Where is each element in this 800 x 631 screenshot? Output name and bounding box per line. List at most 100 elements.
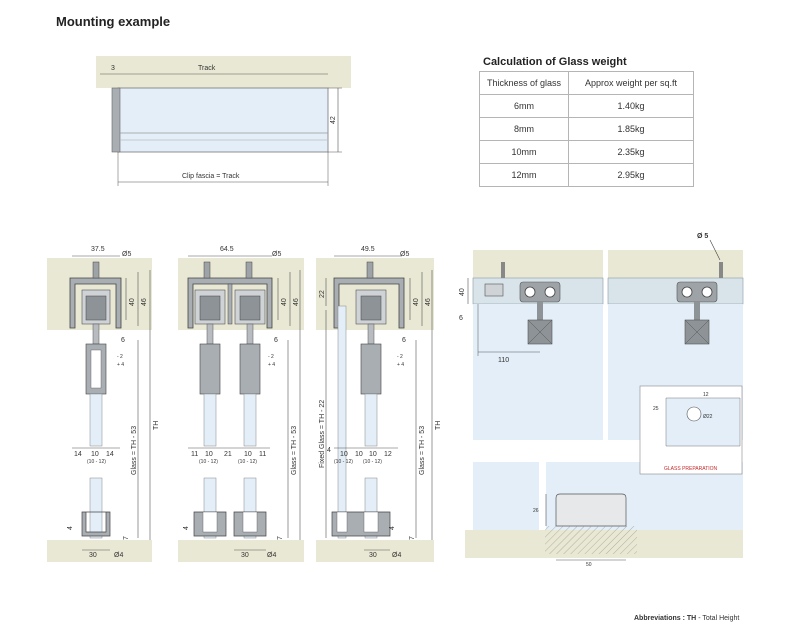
dim-6-label: 6 xyxy=(274,337,278,344)
dim-110-label: 110 xyxy=(498,357,509,364)
hanger-stem xyxy=(537,302,543,320)
minus-2-label: - 2 xyxy=(268,354,274,360)
dim-4-label: 4 xyxy=(389,526,396,530)
range-label: (10 - 12) xyxy=(238,459,257,465)
dim-22-label: 22 xyxy=(319,290,326,298)
dim-30-label: 30 xyxy=(89,552,97,559)
dim-46-label: 46 xyxy=(425,298,432,306)
th-label: TH xyxy=(153,421,160,430)
dim-21-label: 21 xyxy=(224,451,232,458)
dim-46-label: 46 xyxy=(293,298,300,306)
abbreviations-note: Abbreviations : TH - Total Height xyxy=(634,615,739,622)
glass-weight-table: Thickness of glass Approx weight per sq.… xyxy=(479,71,694,187)
floor-block xyxy=(316,540,434,562)
glass-panel xyxy=(243,393,257,447)
table-header: Approx weight per sq.ft xyxy=(568,71,694,95)
dim-7-label: 7 xyxy=(409,536,416,540)
dim-14-label: 14 xyxy=(106,451,114,458)
table-cell: 12mm xyxy=(479,163,569,187)
abbreviation-key: TH xyxy=(686,615,697,622)
plus-4-label: + 4 xyxy=(397,362,404,368)
dim-6-label: 6 xyxy=(121,337,125,344)
plate-line xyxy=(684,319,710,345)
dim-40-label: 40 xyxy=(413,298,420,306)
phi4-label: Ø4 xyxy=(392,552,401,559)
screw xyxy=(245,261,253,279)
clamp xyxy=(199,343,221,395)
abbreviation-value: - Total Height xyxy=(696,615,740,622)
clamp-inner xyxy=(90,349,102,389)
dim-12-label: 12 xyxy=(384,451,392,458)
table-row: 12mm 2.95kg xyxy=(479,163,694,187)
dim-10-label: 10 xyxy=(355,451,363,458)
dim-10-label: 10 xyxy=(91,451,99,458)
profile-double: 64.5 Ø5 40 46 6 - 2 + 4 Glass = TH - 53 … xyxy=(178,246,304,562)
dim-7-label: 7 xyxy=(123,536,130,540)
dim-50-label: 50 xyxy=(586,562,592,568)
dim-42-label: 42 xyxy=(330,116,337,124)
stopper xyxy=(484,283,504,297)
th-label: TH xyxy=(435,421,442,430)
range-label: (10 - 12) xyxy=(363,459,382,465)
technical-drawing: 3 Track 42 Clip fascia = Track 37.5 Ø5 xyxy=(47,56,744,568)
track-diagram: 3 Track 42 Clip fascia = Track xyxy=(96,56,351,186)
dim-11-label: 11 xyxy=(259,451,266,458)
glass-prep-label: GLASS PREPARATION xyxy=(664,466,718,472)
track-profile xyxy=(69,277,122,329)
minus-2-label: - 2 xyxy=(397,354,403,360)
clamp xyxy=(360,343,382,395)
carriage-block xyxy=(199,295,221,321)
clip-fascia-label: Clip fascia = Track xyxy=(182,173,240,180)
phi5-label: Ø5 xyxy=(122,251,131,258)
track-body xyxy=(117,87,329,153)
phi4-label: Ø4 xyxy=(114,552,123,559)
dim-10-label: 10 xyxy=(244,451,252,458)
dim-40-label: 40 xyxy=(459,288,466,296)
dim-4-label: 4 xyxy=(67,526,74,530)
plus-4-label: + 4 xyxy=(117,362,124,368)
ceiling-block xyxy=(96,56,351,88)
screw xyxy=(366,261,374,279)
plate-line xyxy=(527,319,553,345)
dim-46-label: 46 xyxy=(141,298,148,306)
hanger-bolt xyxy=(92,323,100,345)
table-header-row: Thickness of glass Approx weight per sq.… xyxy=(479,71,694,95)
roller-wheel xyxy=(701,286,713,298)
phi22-label: Ø22 xyxy=(703,414,713,420)
table-cell: 2.35kg xyxy=(568,140,694,164)
carriage-block xyxy=(239,295,261,321)
dim-4-label: 4 xyxy=(327,447,331,454)
track-strip xyxy=(607,277,744,305)
dim-4-label: 4 xyxy=(183,526,190,530)
phi4-label: Ø4 xyxy=(267,552,276,559)
hanger-bolt xyxy=(206,323,214,345)
floor-block xyxy=(47,540,152,562)
phi5-label: Ø5 xyxy=(272,251,281,258)
ceiling-screw xyxy=(719,262,723,278)
dim-7-label: 7 xyxy=(277,536,284,540)
range-label: (10 - 12) xyxy=(199,459,218,465)
hanger-bolt xyxy=(367,323,375,345)
screw xyxy=(203,261,211,279)
phi5-label: Ø5 xyxy=(400,251,409,258)
dim-25-label: 25 xyxy=(653,406,659,412)
track-profile xyxy=(333,277,405,329)
glass-hole xyxy=(686,406,702,422)
dim-6-label: 6 xyxy=(402,337,406,344)
roller-wheel xyxy=(544,286,556,298)
track-label: Track xyxy=(198,65,216,72)
width-label: 37.5 xyxy=(91,246,105,253)
ceiling-screw xyxy=(501,262,505,278)
dim-3-label: 3 xyxy=(111,65,115,72)
glass-panel xyxy=(364,393,378,447)
leader-line xyxy=(709,239,721,261)
fixed-glass xyxy=(337,305,347,539)
dim-40-label: 40 xyxy=(281,298,288,306)
table-cell: 2.95kg xyxy=(568,163,694,187)
range-label: (10 - 12) xyxy=(87,459,106,465)
dim-10-label: 10 xyxy=(205,451,213,458)
divider xyxy=(227,283,233,325)
range-label: (10 - 12) xyxy=(334,459,353,465)
screw xyxy=(92,261,100,279)
guide-slot xyxy=(242,511,258,533)
